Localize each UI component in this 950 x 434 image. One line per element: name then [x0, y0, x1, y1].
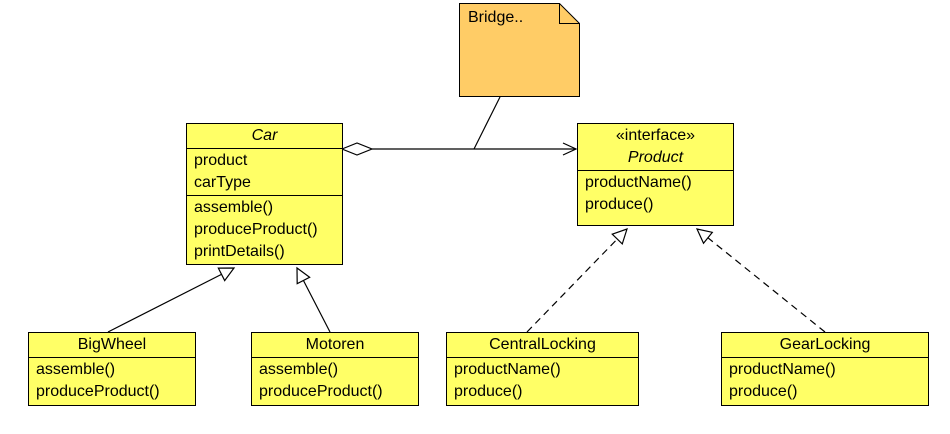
- note-bridge[interactable]: Bridge..: [459, 3, 580, 97]
- operations-section: assemble() produceProduct(): [252, 358, 418, 404]
- aggregation-diamond: [340, 142, 374, 156]
- operations-section: assemble() produceProduct() printDetails…: [187, 196, 342, 264]
- realization-gearlocking-product[interactable]: [695, 228, 826, 333]
- operation: produce(): [729, 383, 798, 400]
- note-text: Bridge..: [468, 9, 524, 26]
- operation: produceProduct(): [36, 383, 160, 400]
- note-shape: [459, 3, 580, 97]
- class-centrallocking[interactable]: CentralLocking productName() produce(): [446, 332, 639, 406]
- operation: assemble(): [259, 361, 339, 378]
- operation: produceProduct(): [259, 383, 383, 400]
- operations-section: productName() produce(): [722, 358, 928, 404]
- class-name: CentralLocking: [447, 333, 638, 358]
- class-name: GearLocking: [722, 333, 928, 358]
- note-anchor-line[interactable]: [473, 96, 501, 150]
- aggregation-car-product[interactable]: [340, 142, 578, 156]
- attribute: product: [194, 152, 248, 169]
- operation: produceProduct(): [194, 221, 318, 238]
- generalization-motoren-car[interactable]: [296, 266, 331, 333]
- operation: produce(): [454, 383, 523, 400]
- class-bigwheel[interactable]: BigWheel assemble() produceProduct(): [28, 332, 196, 406]
- attributes-section: product carType: [187, 149, 342, 196]
- class-name: Motoren: [252, 333, 418, 358]
- operations-section: assemble() produceProduct(): [29, 358, 195, 404]
- class-header: «interface» Product: [578, 124, 733, 171]
- class-name: Car: [187, 124, 342, 149]
- operations-section: productName() produce(): [578, 171, 733, 217]
- attribute: carType: [194, 174, 251, 191]
- class-car[interactable]: Car product carType assemble() producePr…: [186, 123, 343, 265]
- stereotype: «interface»: [615, 127, 696, 144]
- operation: assemble(): [194, 199, 274, 216]
- operation: productName(): [729, 361, 836, 378]
- realization-centrallocking-product[interactable]: [526, 228, 628, 333]
- operation: assemble(): [36, 361, 116, 378]
- class-name: Product: [627, 149, 684, 166]
- operation: productName(): [585, 174, 692, 191]
- operation: produce(): [585, 196, 654, 213]
- class-name: BigWheel: [29, 333, 195, 358]
- generalization-bigwheel-car[interactable]: [107, 267, 236, 333]
- interface-product[interactable]: «interface» Product productName() produc…: [577, 123, 734, 226]
- class-motoren[interactable]: Motoren assemble() produceProduct(): [251, 332, 419, 406]
- operation: productName(): [454, 361, 561, 378]
- operation: printDetails(): [194, 243, 285, 260]
- operations-section: productName() produce(): [447, 358, 638, 404]
- class-gearlocking[interactable]: GearLocking productName() produce(): [721, 332, 929, 406]
